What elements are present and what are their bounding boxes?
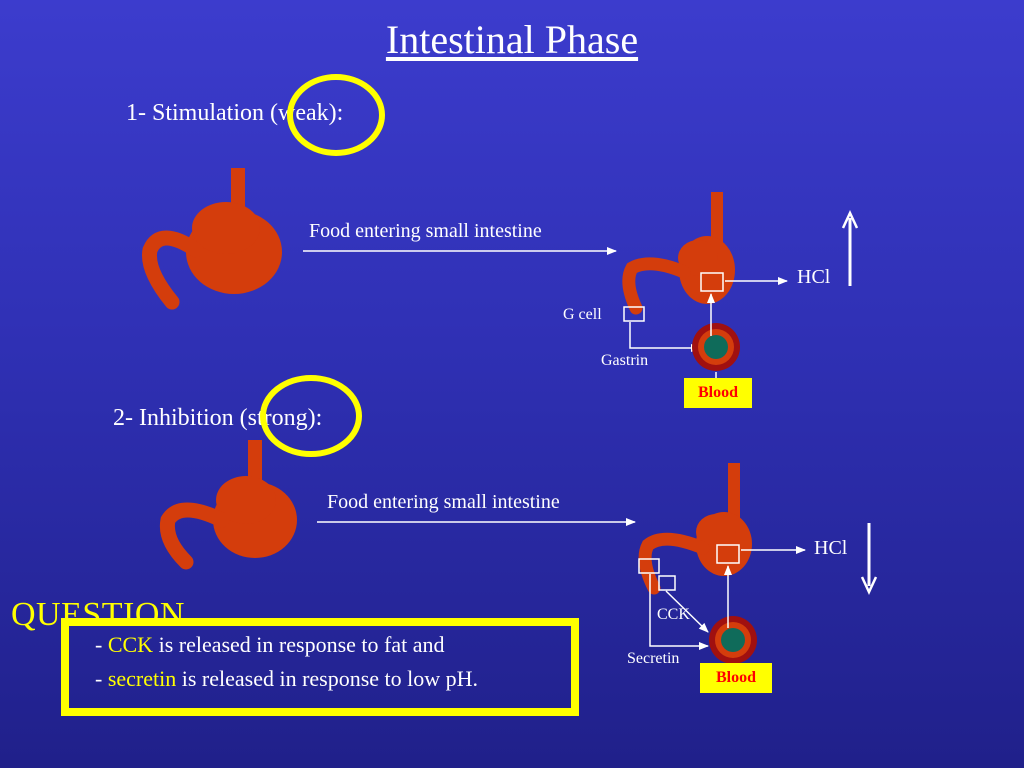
hormone-cell: [721, 628, 745, 652]
intestine-icon: [622, 257, 691, 315]
s-cell-box: [658, 575, 676, 591]
parietal-cell-box: [716, 544, 740, 564]
question-heading: QUESTION: [11, 596, 185, 633]
inhibition-heading: 2- Inhibition (strong):: [113, 405, 323, 431]
hcl-label: HCl: [797, 266, 831, 288]
stomach-icon: [213, 440, 297, 558]
arrow-up-icon: [841, 210, 859, 229]
cck-term: CCK: [107, 632, 154, 657]
hormone-cell: [704, 335, 728, 359]
intestine-icon: [638, 532, 710, 595]
stomach-icon: [186, 168, 282, 294]
g-cell-box: [623, 306, 645, 322]
stomach-icon: [678, 192, 735, 304]
secretin-path: [649, 574, 709, 650]
gastrin-label: Gastrin: [601, 352, 649, 369]
intestine-icon: [141, 230, 204, 310]
hcl-label: HCl: [814, 537, 848, 559]
question-line-1: - CCK is released in response to fat and: [95, 632, 445, 657]
parietal-cell-box: [700, 272, 724, 292]
question-line-2: - secretin is released in response to lo…: [95, 666, 479, 691]
question-box: - CCK is released in response to fat and…: [61, 618, 579, 716]
stimulation-heading: 1- Stimulation (weak):: [126, 100, 344, 126]
blood-label: Blood: [684, 378, 752, 408]
arrow-down-icon: [860, 576, 878, 595]
g-cell-label: G cell: [563, 306, 602, 323]
gastrin-path: [629, 322, 701, 352]
cck-path: [665, 590, 709, 633]
secretin-term: secretin: [107, 666, 177, 691]
secretin-label: Secretin: [627, 650, 680, 667]
blood-label: Blood: [700, 663, 772, 693]
slide-title: Intestinal Phase: [385, 17, 639, 62]
i-cell-box: [638, 558, 660, 574]
food-label: Food entering small intestine: [327, 491, 560, 513]
stomach-icon: [696, 463, 752, 576]
strong-highlight-circle: [260, 375, 362, 457]
food-label: Food entering small intestine: [309, 220, 542, 242]
cck-label: CCK: [657, 606, 690, 623]
weak-highlight-circle: [287, 74, 385, 156]
intestine-icon: [159, 502, 230, 570]
